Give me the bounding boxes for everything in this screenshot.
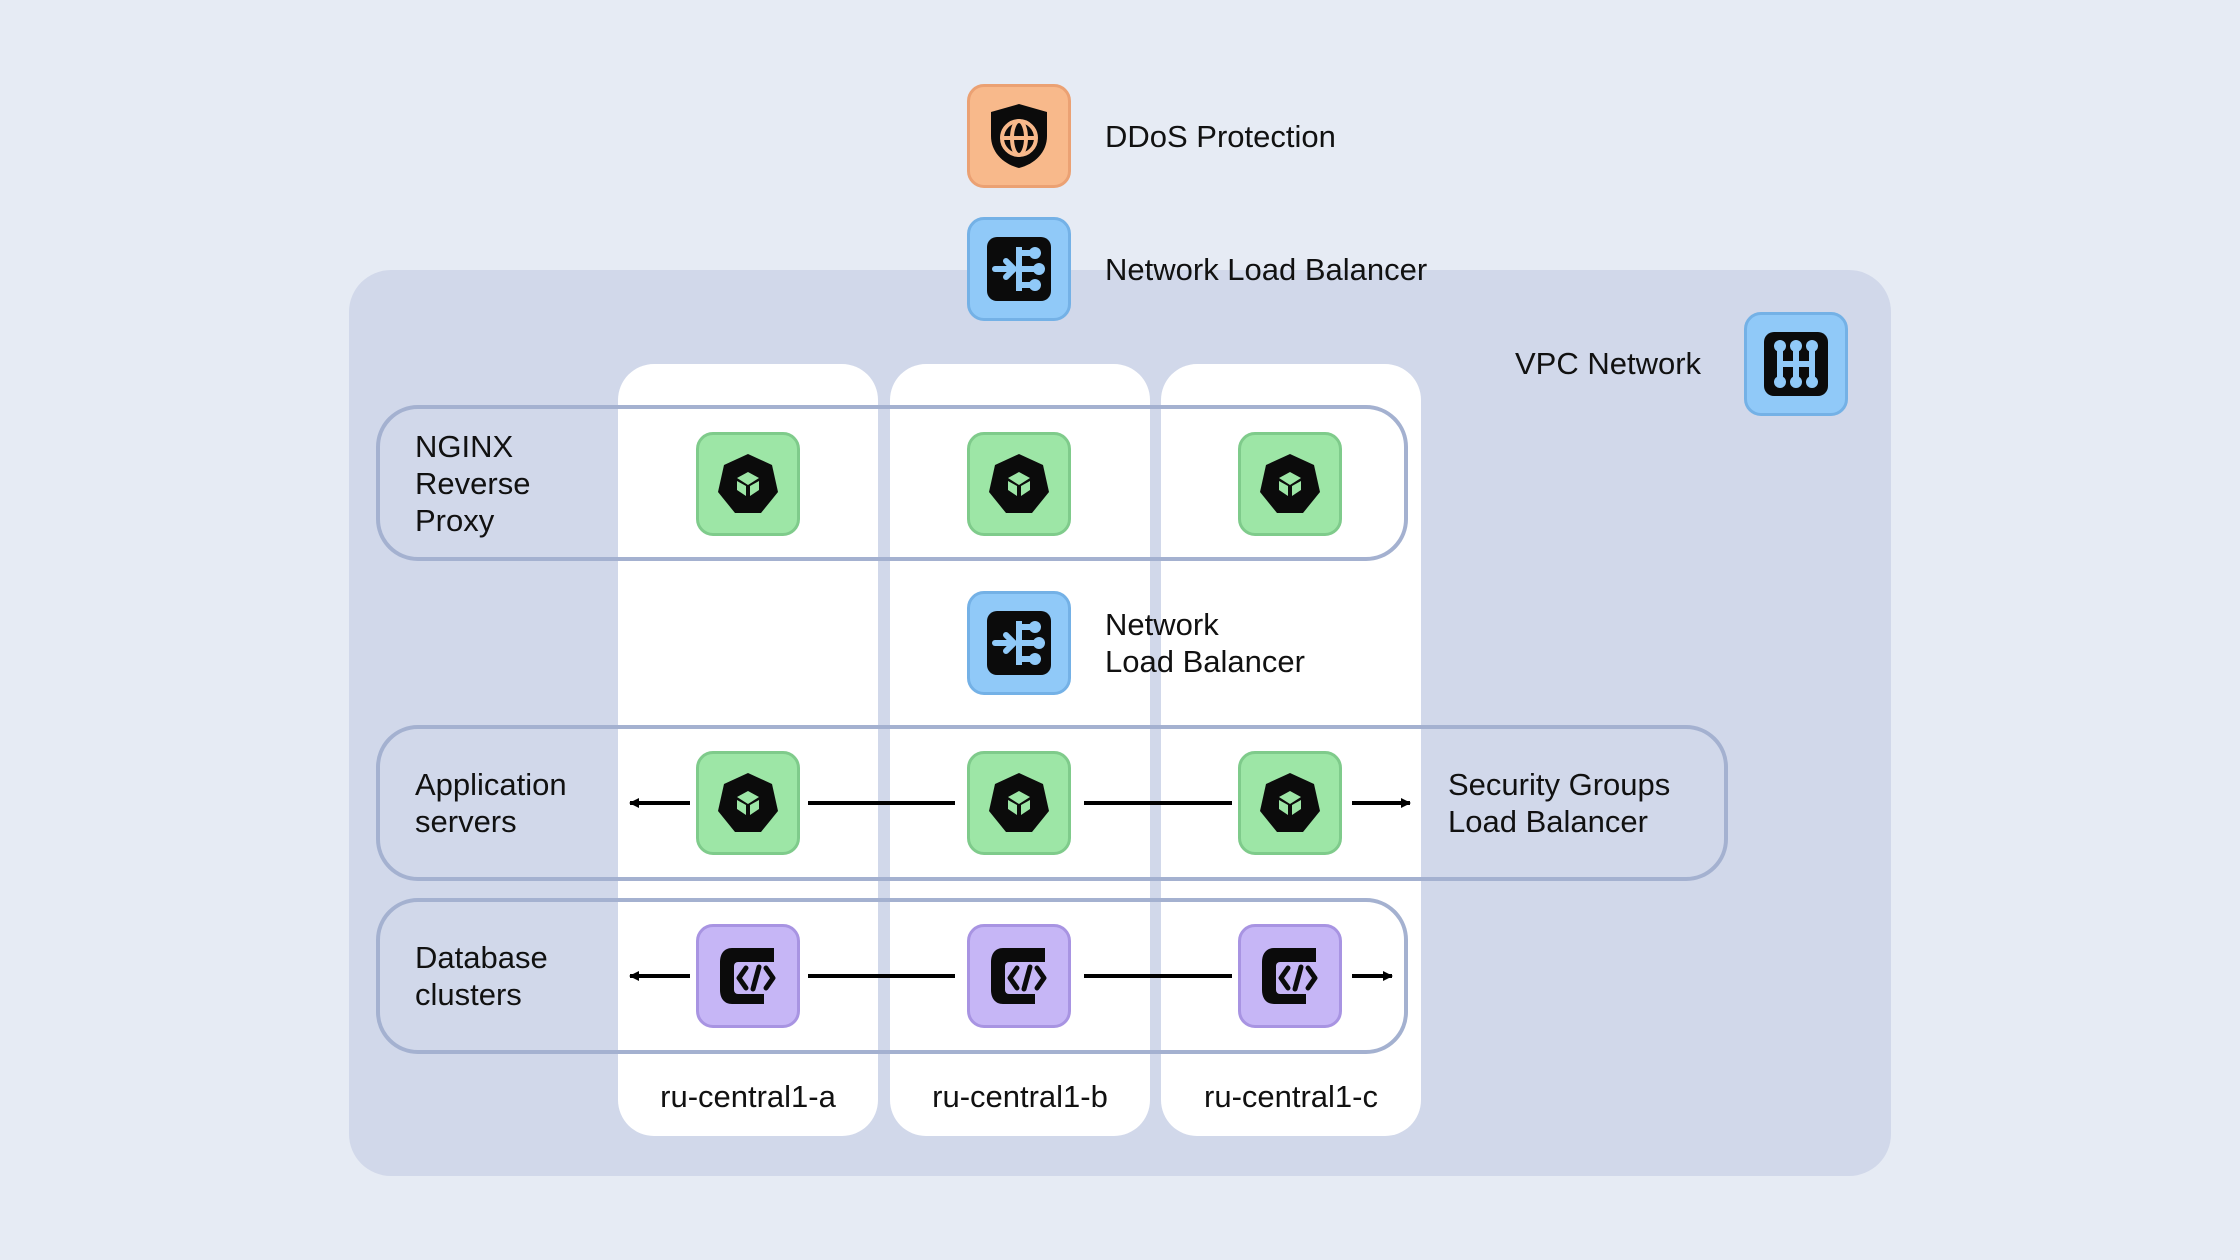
nginx-group-label: NGINX Reverse Proxy <box>415 429 531 538</box>
nginx-node-b <box>967 432 1071 536</box>
database-node-b <box>967 924 1071 1028</box>
nginx-node-a <box>696 432 800 536</box>
compute-hexagon-icon <box>1254 448 1326 520</box>
nginx-group <box>376 405 1408 561</box>
database-code-icon <box>983 940 1055 1012</box>
database-code-icon <box>1254 940 1326 1012</box>
app-server-node-b <box>967 751 1071 855</box>
app-server-node-c <box>1238 751 1342 855</box>
database-node-a <box>696 924 800 1028</box>
database-clusters-label: Database clusters <box>415 940 548 1012</box>
zone-label-c: ru-central1-c <box>1204 1079 1378 1114</box>
app-server-node-a <box>696 751 800 855</box>
compute-hexagon-icon <box>712 448 784 520</box>
compute-hexagon-icon <box>983 767 1055 839</box>
zone-label-b: ru-central1-b <box>932 1079 1108 1114</box>
application-servers-group <box>376 725 1728 881</box>
vpc-network-label: VPC Network <box>1515 346 1702 381</box>
ddos-protection-node <box>967 84 1071 188</box>
zone-label-a: ru-central1-a <box>660 1079 836 1114</box>
load-balancer-icon <box>983 607 1055 679</box>
network-load-balancer-node <box>967 217 1071 321</box>
database-clusters-group <box>376 898 1408 1054</box>
load-balancer-icon <box>983 233 1055 305</box>
compute-hexagon-icon <box>1254 767 1326 839</box>
compute-hexagon-icon <box>983 448 1055 520</box>
nginx-node-c <box>1238 432 1342 536</box>
ddos-protection-label: DDoS Protection <box>1105 119 1336 154</box>
internal-load-balancer-label: Network Load Balancer <box>1105 607 1305 679</box>
shield-globe-icon <box>983 100 1055 172</box>
application-servers-label: Application servers <box>415 767 567 839</box>
database-node-c <box>1238 924 1342 1028</box>
compute-hexagon-icon <box>712 767 784 839</box>
database-code-icon <box>712 940 784 1012</box>
internal-load-balancer-node <box>967 591 1071 695</box>
security-groups-load-balancer-label: Security Groups Load Balancer <box>1448 767 1671 839</box>
network-load-balancer-label: Network Load Balancer <box>1105 252 1428 287</box>
vpc-network-icon <box>1760 328 1832 400</box>
vpc-network-node <box>1744 312 1848 416</box>
